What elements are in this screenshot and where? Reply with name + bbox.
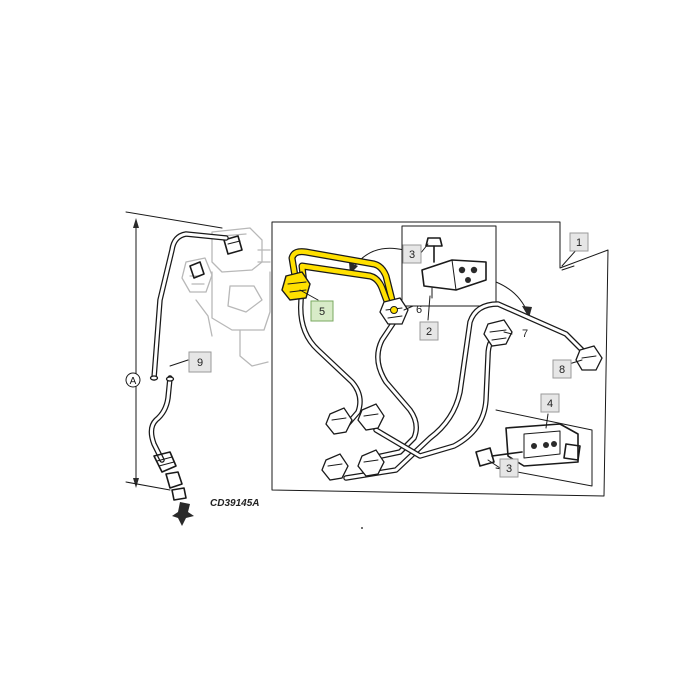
assembly-frame (271, 221, 609, 497)
callout-9: 9 (188, 351, 212, 373)
engine-context-ghost (181, 227, 271, 367)
callout-2: 2 (419, 321, 439, 341)
stray-mark (361, 527, 363, 529)
svg-text:4: 4 (547, 398, 553, 410)
small-clamp (475, 409, 593, 487)
callout-7: 7 (522, 328, 528, 340)
dimension-a: A (125, 211, 223, 491)
svg-text:1: 1 (576, 237, 582, 249)
callout-6: 6 (416, 304, 422, 316)
callout-4: 4 (540, 393, 560, 413)
injection-pipes (297, 289, 593, 481)
svg-text:7: 7 (522, 328, 528, 340)
leak-off-line (148, 231, 229, 463)
callout-3-upper: 3 (402, 244, 422, 264)
callout-8: 8 (552, 359, 572, 379)
highlighted-injection-line-5 (281, 248, 396, 308)
svg-text:2: 2 (426, 326, 432, 338)
dimension-a-label: A (130, 376, 137, 387)
svg-text:3: 3 (506, 463, 512, 475)
line-nuts (321, 297, 603, 481)
engine-fittings (189, 235, 243, 279)
callout-3-lower: 3 (499, 458, 519, 478)
figure-code: CD39145A (210, 498, 259, 509)
svg-text:9: 9 (197, 357, 203, 369)
svg-text:6: 6 (416, 304, 422, 316)
leak-off-fitting (153, 451, 194, 526)
callout-5: 5 (310, 300, 334, 322)
svg-text:3: 3 (409, 249, 415, 261)
clamp-inset (349, 225, 532, 318)
svg-text:8: 8 (559, 364, 565, 376)
callout-1: 1 (569, 232, 589, 252)
svg-text:5: 5 (319, 306, 325, 318)
